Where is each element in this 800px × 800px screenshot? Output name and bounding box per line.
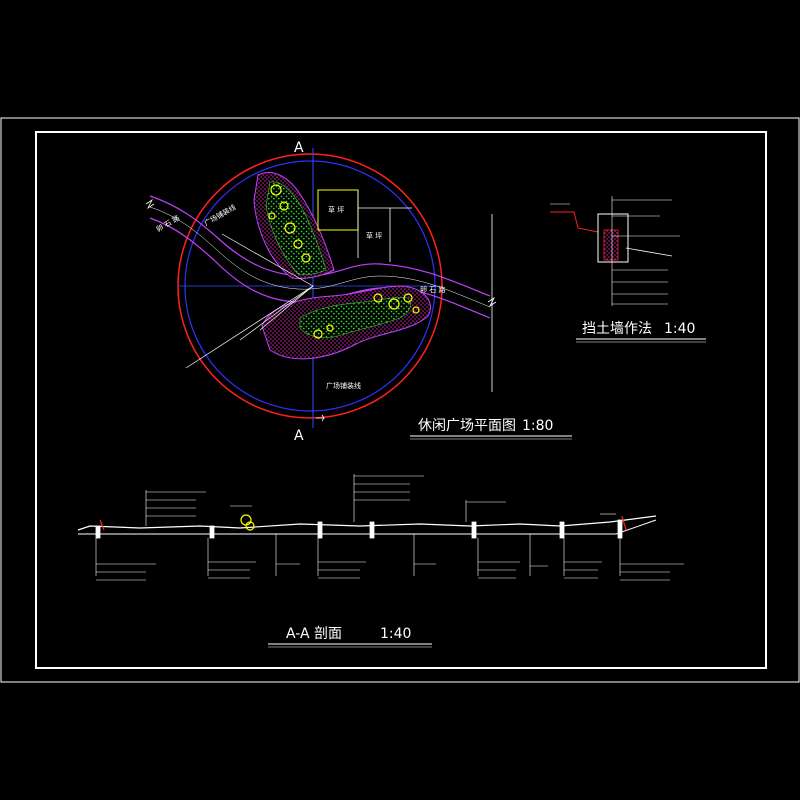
stone-path-white-edge	[149, 206, 491, 308]
outer-frame	[0, 117, 800, 683]
section-mark-bottom: A	[294, 428, 304, 444]
section-title-block: A-A 剖面 1:40	[268, 626, 432, 648]
shrub-cluster	[268, 184, 420, 339]
section-title: A-A 剖面	[286, 626, 342, 642]
planting-bed-upper-grass	[265, 181, 327, 276]
section-aa: A-A 剖面 1:40	[77, 474, 684, 648]
section-arrow-bottom	[316, 414, 325, 422]
section-ground-line	[77, 515, 657, 531]
section-curbs	[95, 519, 623, 539]
break-mark-left	[145, 198, 155, 210]
wall-title: 挡土墙作法	[582, 321, 652, 337]
label-stone-path-right: 卵 石 路	[420, 285, 445, 294]
inner-frame	[35, 131, 767, 669]
label-lawn-top: 草 坪	[328, 205, 344, 214]
wall-core	[603, 229, 619, 261]
section-leaders-upper	[145, 474, 616, 526]
ground-line-right	[625, 247, 673, 257]
plan-title-block: 休闲广场平面图 1:80	[410, 418, 572, 440]
section-mark-top: A	[294, 140, 304, 156]
label-plaza-edge-bottom: 广场铺装线	[326, 381, 361, 390]
section-red-markers	[99, 515, 627, 531]
plaza-plan: 卵 石 路 卵 石 路 广场铺装线 广场铺装线 草 坪 草 坪 A A 休闲广场…	[145, 140, 572, 444]
section-shrub	[240, 514, 255, 531]
ground-line-left	[550, 211, 599, 233]
wall-body	[597, 213, 629, 263]
plan-title: 休闲广场平面图	[418, 418, 516, 434]
wall-title-block: 挡土墙作法 1:40	[576, 321, 706, 343]
retaining-wall-detail: 挡土墙作法 1:40	[550, 196, 706, 343]
section-leaders-lower	[95, 534, 684, 581]
section-base-line	[78, 519, 657, 535]
section-scale: 1:40	[380, 626, 411, 642]
wall-scale: 1:40	[664, 321, 695, 337]
building-outline	[317, 189, 412, 262]
radial-dimensions	[185, 233, 314, 369]
label-lawn-mid: 草 坪	[366, 231, 382, 240]
plan-scale: 1:80	[522, 418, 553, 434]
